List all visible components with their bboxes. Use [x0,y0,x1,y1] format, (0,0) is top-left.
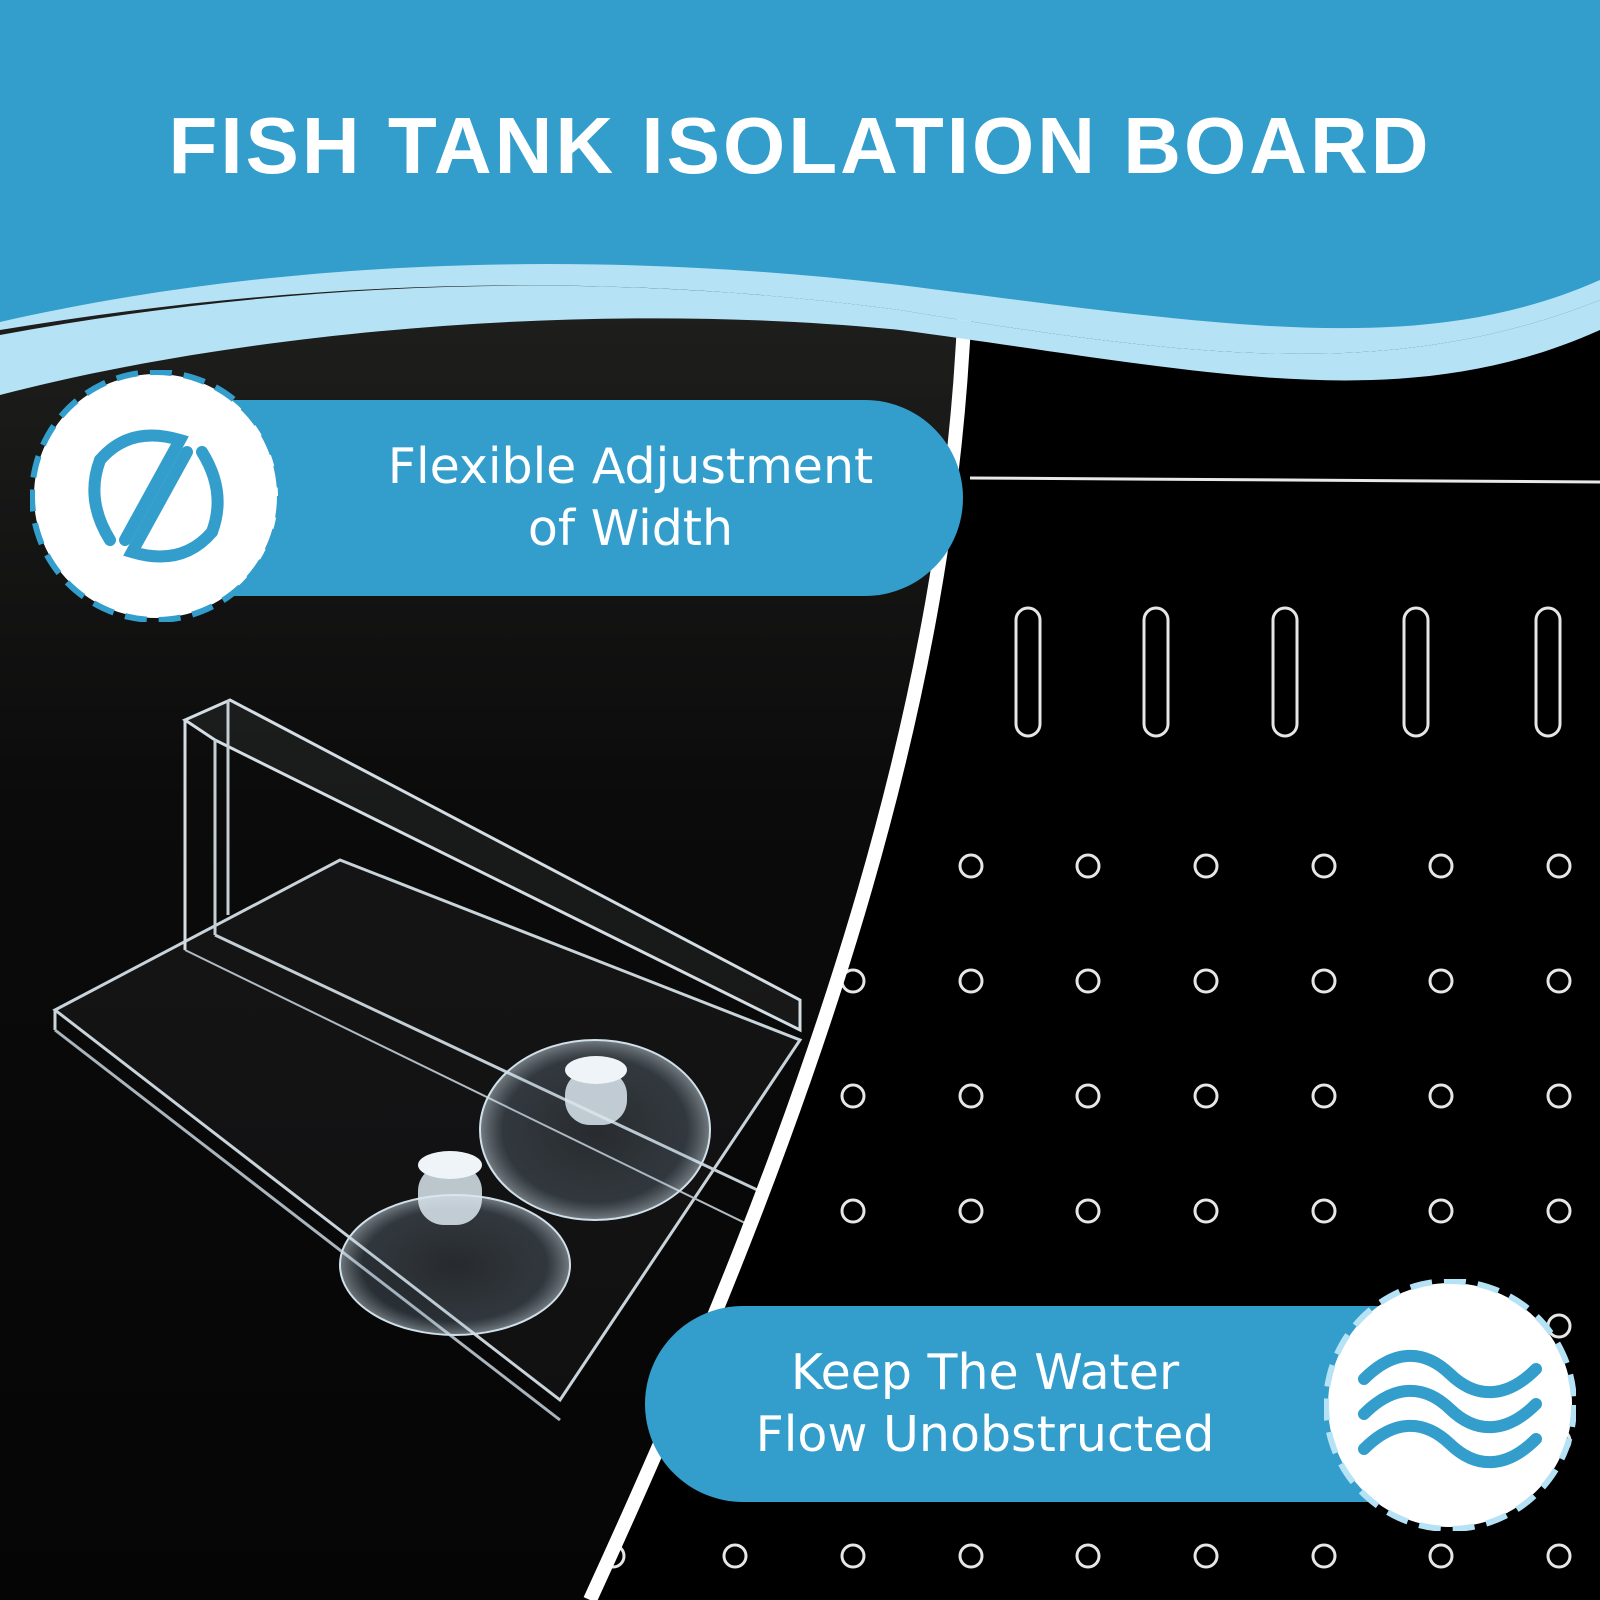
board-slot [1271,606,1299,738]
feature-pill-width: Flexible Adjustment of Width [228,400,963,596]
board-slot [1534,606,1562,738]
board-hole [1075,1083,1101,1109]
board-hole [1428,968,1454,994]
board-hole [1193,1543,1219,1569]
feature-line: of Width [527,500,734,557]
board-hole [1428,1543,1454,1569]
board-hole [958,853,984,879]
water-waves-icon [1324,1279,1576,1531]
board-hole [958,968,984,994]
board-hole [1428,853,1454,879]
board-hole [1193,1198,1219,1224]
board-hole [1311,968,1337,994]
feature-pill-water-flow: Keep The Water Flow Unobstructed [645,1306,1445,1502]
board-hole [1546,1543,1572,1569]
board-hole [1546,1083,1572,1109]
board-hole [1311,853,1337,879]
board-hole [1428,1198,1454,1224]
board-hole [1311,1083,1337,1109]
board-hole [1193,853,1219,879]
board-hole [840,1543,866,1569]
board-hole [958,1083,984,1109]
board-hole [722,1543,748,1569]
feature-line: Flexible Adjustment [387,438,874,495]
board-hole [1193,968,1219,994]
board-slot [1142,606,1170,738]
board-hole [958,1198,984,1224]
board-hole [1193,1083,1219,1109]
board-slot [1014,606,1042,738]
board-hole [1075,968,1101,994]
feature-line: Flow Unobstructed [755,1406,1215,1463]
board-hole [1546,968,1572,994]
board-slot [1402,606,1430,738]
board-hole [840,1198,866,1224]
board-hole [1546,853,1572,879]
board-hole [1428,1083,1454,1109]
board-hole [1075,1543,1101,1569]
board-hole [958,1543,984,1569]
feature-line: Keep The Water [790,1344,1180,1401]
page-title: FISH TANK ISOLATION BOARD [168,101,1432,190]
board-hole [1075,1198,1101,1224]
cross-arrows-icon [30,370,282,622]
board-hole [1546,1198,1572,1224]
board-hole [840,1083,866,1109]
board-hole [1075,853,1101,879]
board-hole [1311,1543,1337,1569]
board-hole [1311,1198,1337,1224]
